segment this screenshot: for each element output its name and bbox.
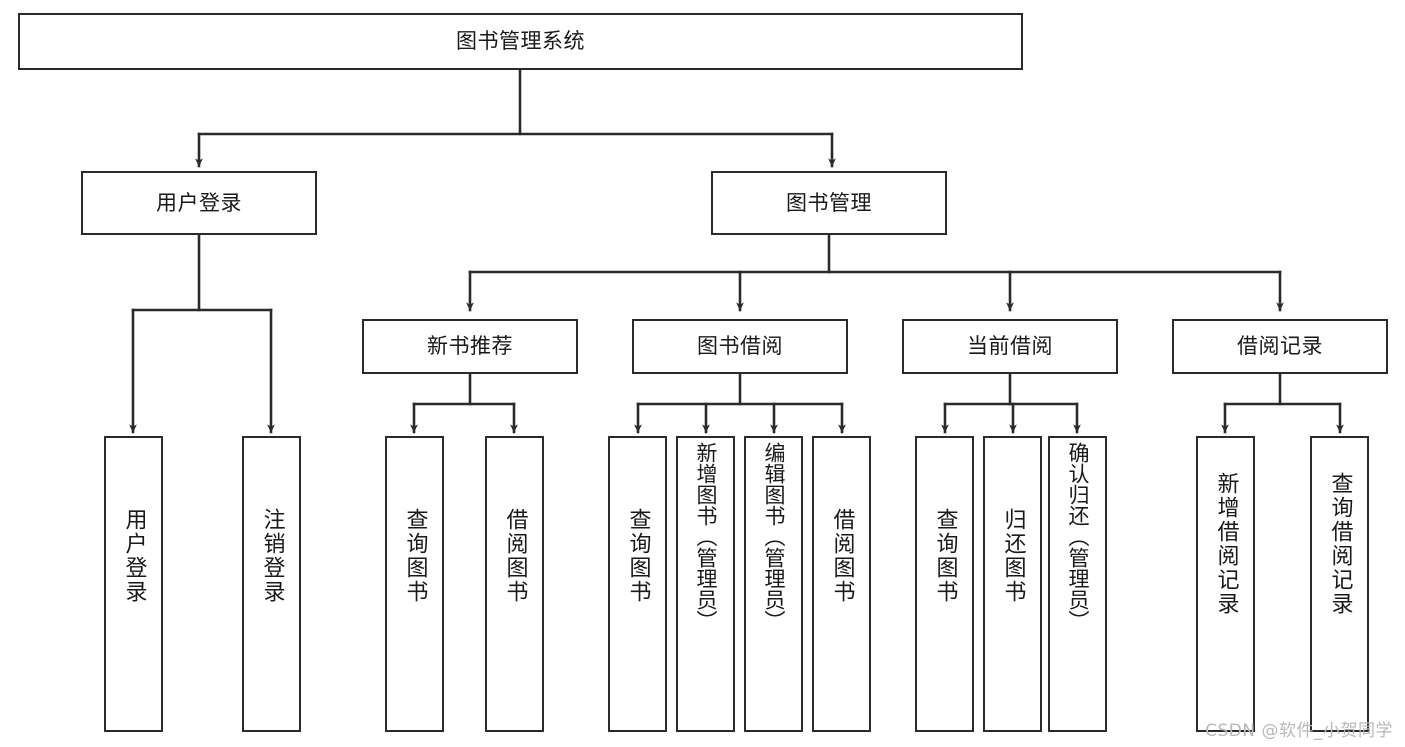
node-leaf-query-book-1[interactable]: 查询图书 <box>385 436 444 732</box>
node-leaf-user-login-label: 用户登录 <box>121 508 147 604</box>
node-leaf-query-record-label: 查询借阅记录 <box>1327 472 1353 616</box>
node-user-login-label: 用户登录 <box>156 190 242 215</box>
node-leaf-edit-book[interactable]: 编辑图书（管理员） <box>744 436 803 732</box>
node-leaf-return-book[interactable]: 归还图书 <box>983 436 1042 732</box>
node-leaf-query-book-1-label: 查询图书 <box>402 508 428 604</box>
node-book-borrow-label: 图书借阅 <box>697 334 783 359</box>
node-leaf-query-book-3[interactable]: 查询图书 <box>915 436 974 732</box>
node-leaf-add-record[interactable]: 新增借阅记录 <box>1196 436 1255 732</box>
node-leaf-user-logout[interactable]: 注销登录 <box>242 436 301 732</box>
node-book-borrow[interactable]: 图书借阅 <box>632 319 848 374</box>
node-leaf-return-book-label: 归还图书 <box>1000 508 1026 604</box>
node-leaf-user-logout-label: 注销登录 <box>259 508 285 604</box>
node-leaf-add-record-label: 新增借阅记录 <box>1213 472 1239 616</box>
node-leaf-add-book-label: 新增图书（管理员） <box>694 442 718 631</box>
node-leaf-add-book[interactable]: 新增图书（管理员） <box>676 436 735 732</box>
node-leaf-edit-book-label: 编辑图书（管理员） <box>762 442 786 631</box>
node-new-book-rec[interactable]: 新书推荐 <box>362 319 578 374</box>
node-borrow-record-label: 借阅记录 <box>1237 334 1323 359</box>
node-current-borrow-label: 当前借阅 <box>967 334 1053 359</box>
node-leaf-borrow-book-2-label: 借阅图书 <box>829 508 855 604</box>
node-leaf-borrow-book-1-label: 借阅图书 <box>502 508 528 604</box>
node-leaf-borrow-book-1[interactable]: 借阅图书 <box>485 436 544 732</box>
node-borrow-record[interactable]: 借阅记录 <box>1172 319 1388 374</box>
node-book-mgmt-label: 图书管理 <box>786 190 872 215</box>
node-root[interactable]: 图书管理系统 <box>18 13 1023 70</box>
node-leaf-user-login[interactable]: 用户登录 <box>104 436 163 732</box>
node-current-borrow[interactable]: 当前借阅 <box>902 319 1118 374</box>
node-root-label: 图书管理系统 <box>456 29 585 54</box>
node-new-book-rec-label: 新书推荐 <box>427 334 513 359</box>
node-leaf-query-book-3-label: 查询图书 <box>932 508 958 604</box>
node-leaf-confirm-return-label: 确认归还（管理员） <box>1066 442 1090 631</box>
node-user-login[interactable]: 用户登录 <box>81 171 317 235</box>
node-leaf-confirm-return[interactable]: 确认归还（管理员） <box>1048 436 1107 732</box>
node-leaf-query-book-2[interactable]: 查询图书 <box>608 436 667 732</box>
node-leaf-borrow-book-2[interactable]: 借阅图书 <box>812 436 871 732</box>
node-leaf-query-record[interactable]: 查询借阅记录 <box>1310 436 1369 732</box>
node-book-mgmt[interactable]: 图书管理 <box>711 171 947 235</box>
node-leaf-query-book-2-label: 查询图书 <box>625 508 651 604</box>
